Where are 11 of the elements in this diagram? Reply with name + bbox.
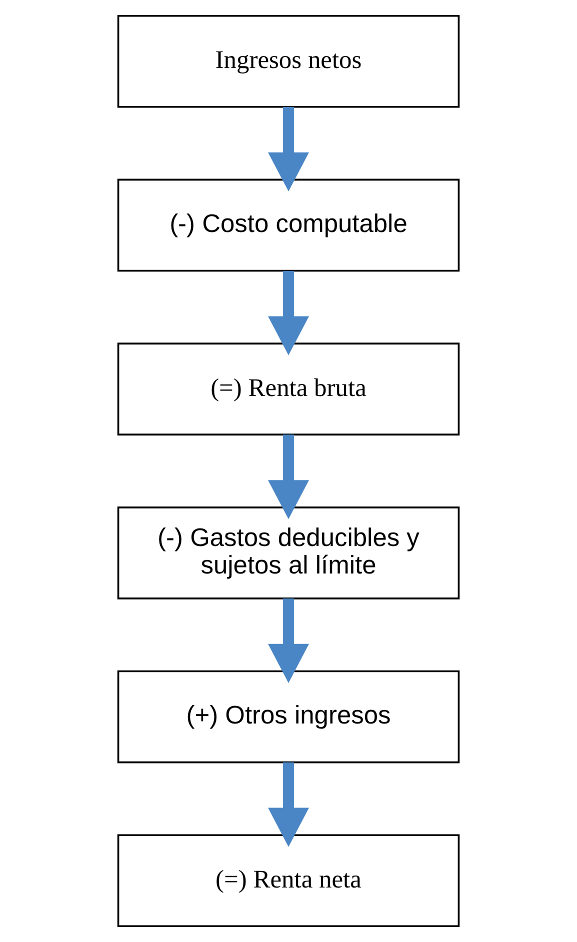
arrow	[268, 762, 309, 847]
arrow	[268, 107, 309, 192]
arrow	[268, 270, 309, 356]
node-box: (-) Costo computable	[117, 178, 460, 272]
node-box: (+) Otros ingresos	[117, 670, 460, 764]
arrow	[268, 434, 309, 520]
node-box: Ingresos netos	[117, 14, 460, 108]
node-box: (=) Renta neta	[117, 834, 460, 928]
arrow	[268, 598, 309, 683]
node-box: (-) Gastos deducibles y sujetos al límite	[117, 506, 460, 600]
node-box: (=) Renta bruta	[117, 342, 460, 436]
